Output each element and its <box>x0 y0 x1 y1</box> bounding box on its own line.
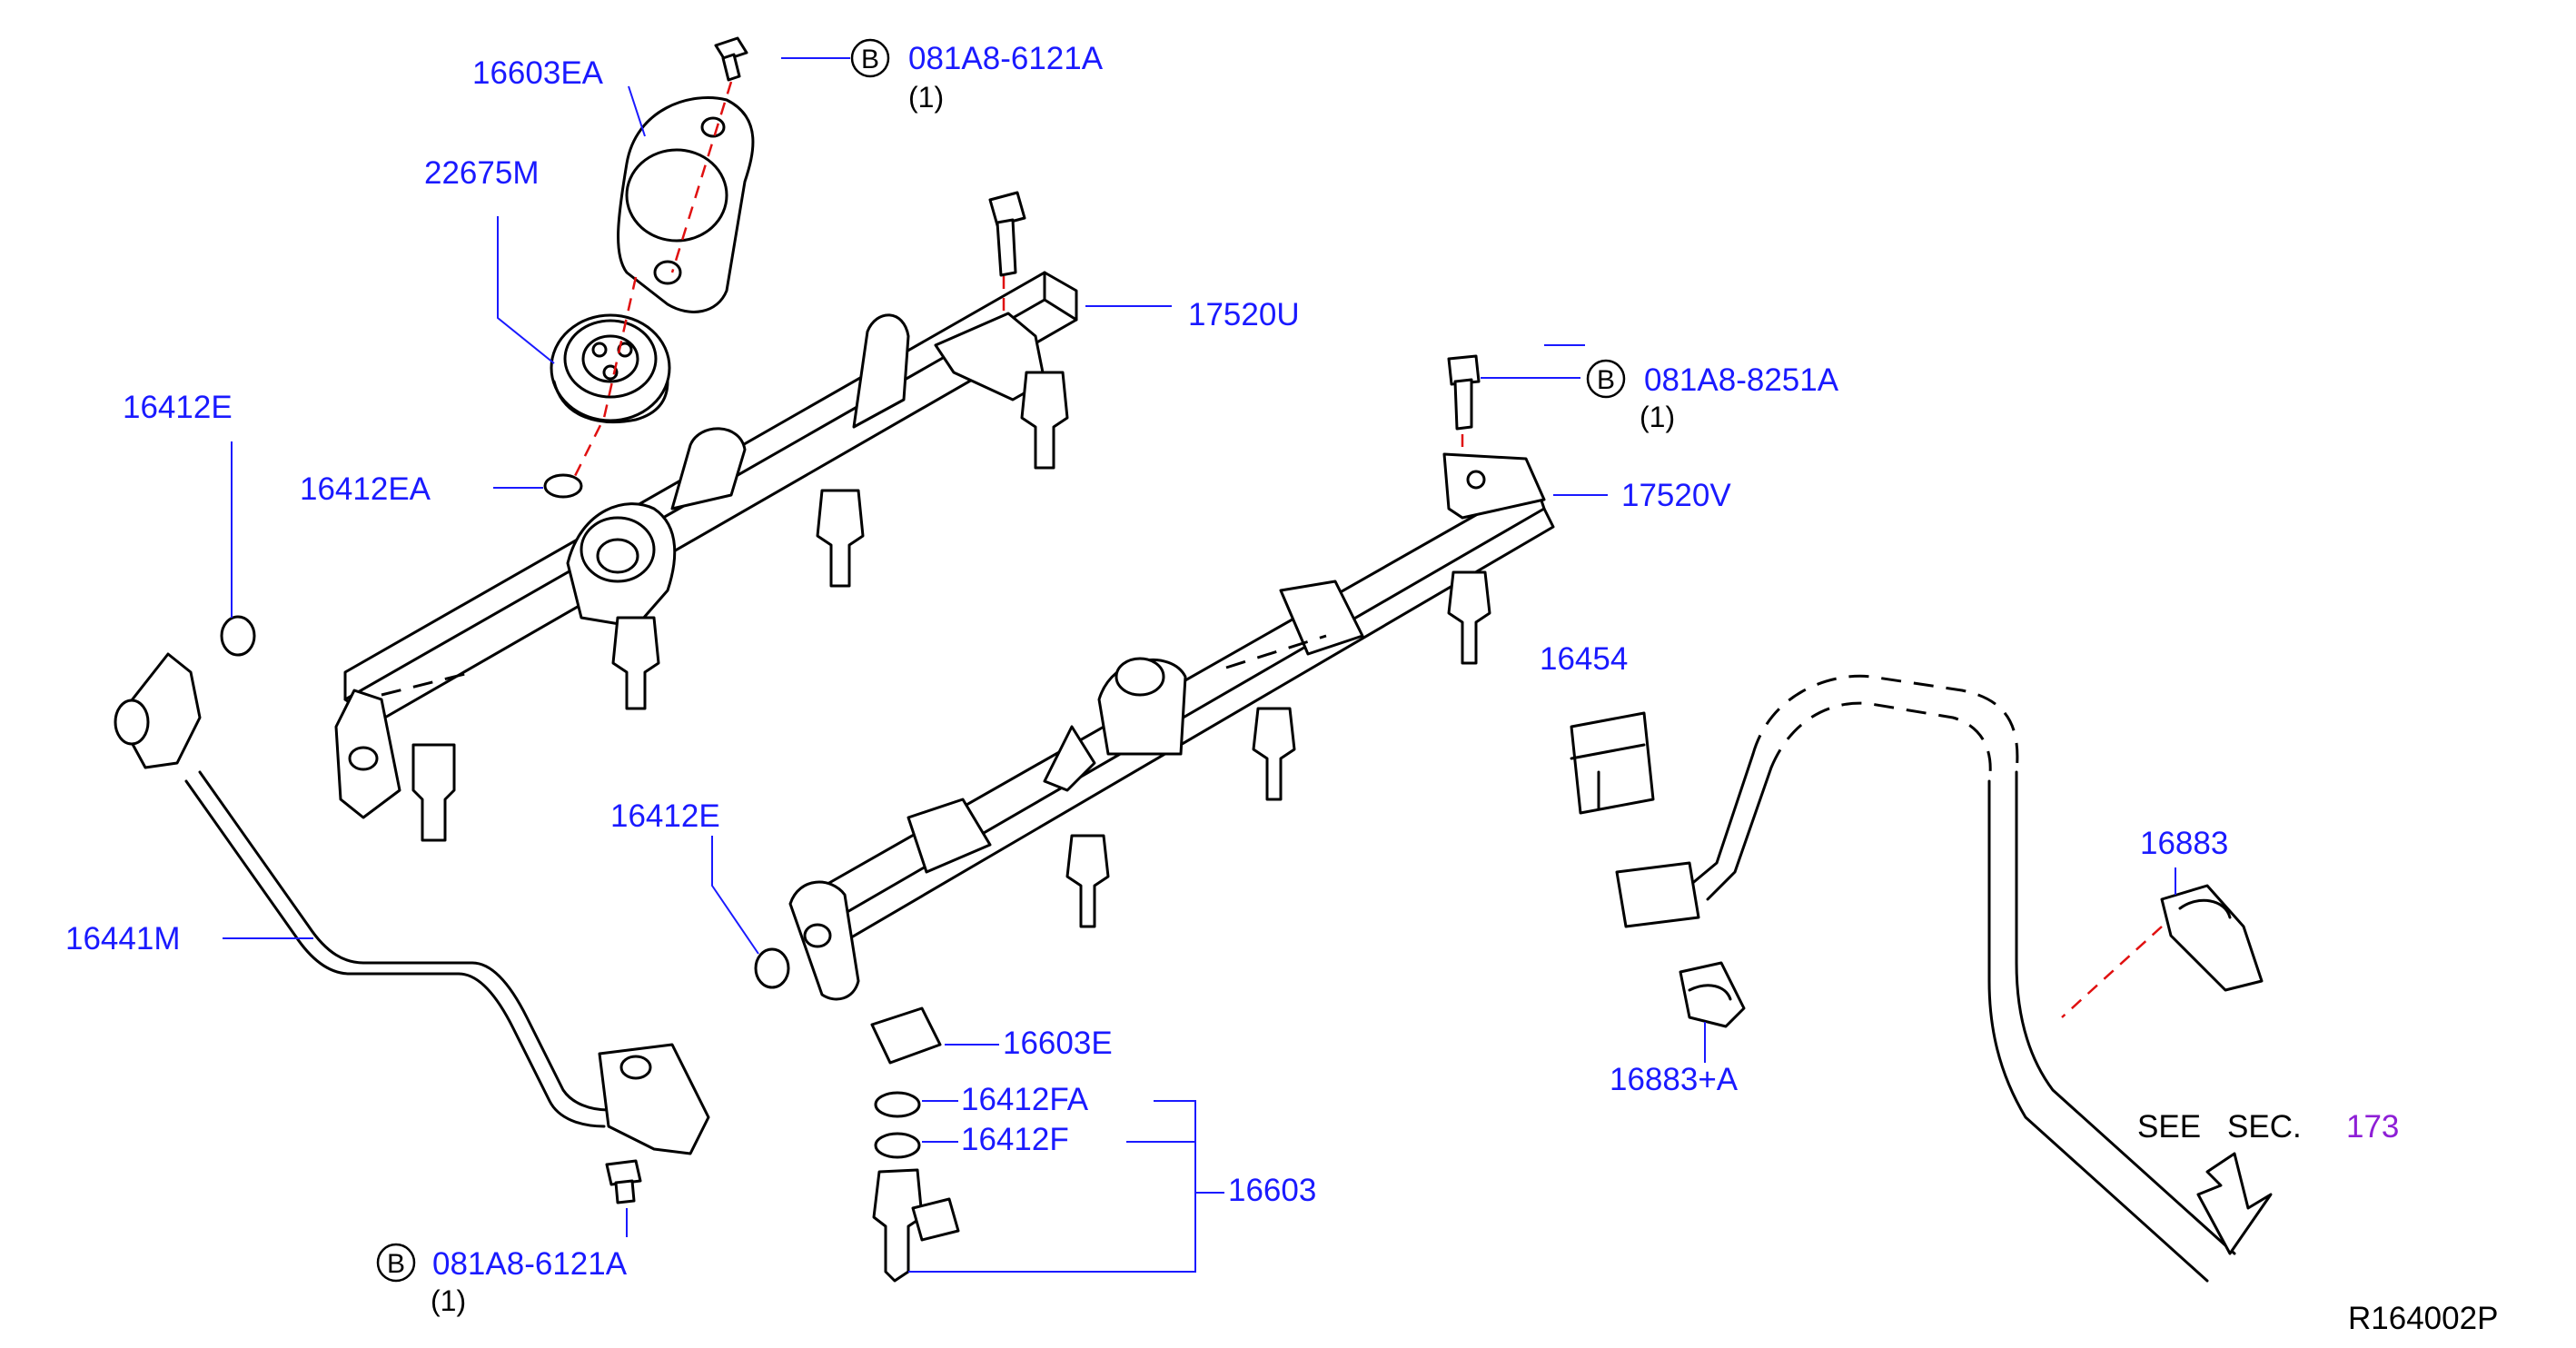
bolt-quantity: (1) <box>1640 401 1675 433</box>
fuel-damper-drawing <box>550 313 671 423</box>
bolt-callout-bottom: B 081A8-6121A (1) <box>376 1243 628 1317</box>
bolt-callout-top: B 081A8-6121A (1) <box>850 38 1104 114</box>
o-ring-16412ea-drawing <box>543 473 583 499</box>
injector-16603-drawing <box>872 1168 960 1283</box>
bolt-quantity: (1) <box>431 1284 466 1317</box>
fuel-hose-drawing <box>1615 674 2236 1283</box>
damper-mount-plate-drawing <box>617 96 755 313</box>
label-16883: 16883 <box>2140 826 2228 861</box>
label-16441m: 16441M <box>65 921 180 956</box>
see-section-arrow <box>2196 1152 2273 1255</box>
label-16603: 16603 <box>1228 1173 1316 1208</box>
leader-lines <box>223 57 2176 1273</box>
bolt-symbol: B <box>1597 365 1615 395</box>
diagram-reference-code: R164002P <box>2348 1301 2498 1336</box>
o-ring-16412fa-drawing <box>874 1091 921 1118</box>
label-16603ea: 16603EA <box>472 55 604 91</box>
bolt-17520v-drawing <box>1447 354 1481 431</box>
clip-16883-drawing <box>2160 884 2264 992</box>
bolt-symbol: B <box>861 45 879 74</box>
label-16454: 16454 <box>1540 641 1628 677</box>
protector-16454-drawing <box>1570 711 1655 815</box>
label-16883a: 16883+A <box>1610 1062 1739 1097</box>
label-16412f: 16412F <box>961 1122 1069 1157</box>
label-17520u: 17520U <box>1188 297 1300 332</box>
o-ring-16412f-drawing <box>874 1132 921 1159</box>
upper-fuel-rail-drawing <box>334 271 1078 819</box>
bolt-symbol: B <box>387 1249 405 1279</box>
label-16412fa: 16412FA <box>961 1082 1089 1117</box>
fuel-tube-16441m-drawing <box>114 652 710 1155</box>
assembly-guide-lines <box>570 81 2163 1018</box>
bolt-part-number: 081A8-6121A <box>908 41 1104 76</box>
see-text: SEE <box>2137 1109 2201 1145</box>
bolt-top-drawing <box>714 36 748 82</box>
lower-rail-injectors-drawing <box>1065 570 1491 928</box>
clip-16883a-drawing <box>1679 961 1746 1028</box>
clip-16603e-drawing <box>870 1006 942 1065</box>
bolt-bottom-left-drawing <box>605 1159 642 1204</box>
bolt-17520u-drawing <box>988 191 1026 277</box>
label-22675m: 22675M <box>424 155 539 191</box>
bolt-part-number: 081A8-6121A <box>432 1246 628 1282</box>
o-ring-16412e-top-drawing <box>220 615 256 657</box>
sec-text: SEC. <box>2227 1109 2302 1145</box>
lower-fuel-rail-drawing <box>788 452 1555 1001</box>
label-17520v: 17520V <box>1621 478 1731 513</box>
label-16412ea: 16412EA <box>300 471 431 507</box>
o-ring-16412e-mid-drawing <box>754 947 790 989</box>
label-16412e-top: 16412E <box>123 390 233 425</box>
label-16412e-mid: 16412E <box>610 798 720 834</box>
bolt-quantity: (1) <box>908 81 944 114</box>
bolt-part-number: 081A8-8251A <box>1644 362 1839 398</box>
upper-rail-injectors-drawing <box>411 371 1069 842</box>
section-number-link[interactable]: 173 <box>2346 1109 2399 1145</box>
label-16603e: 16603E <box>1003 1026 1113 1061</box>
bolt-callout-right: B 081A8-8251A (1) <box>1586 359 1839 433</box>
